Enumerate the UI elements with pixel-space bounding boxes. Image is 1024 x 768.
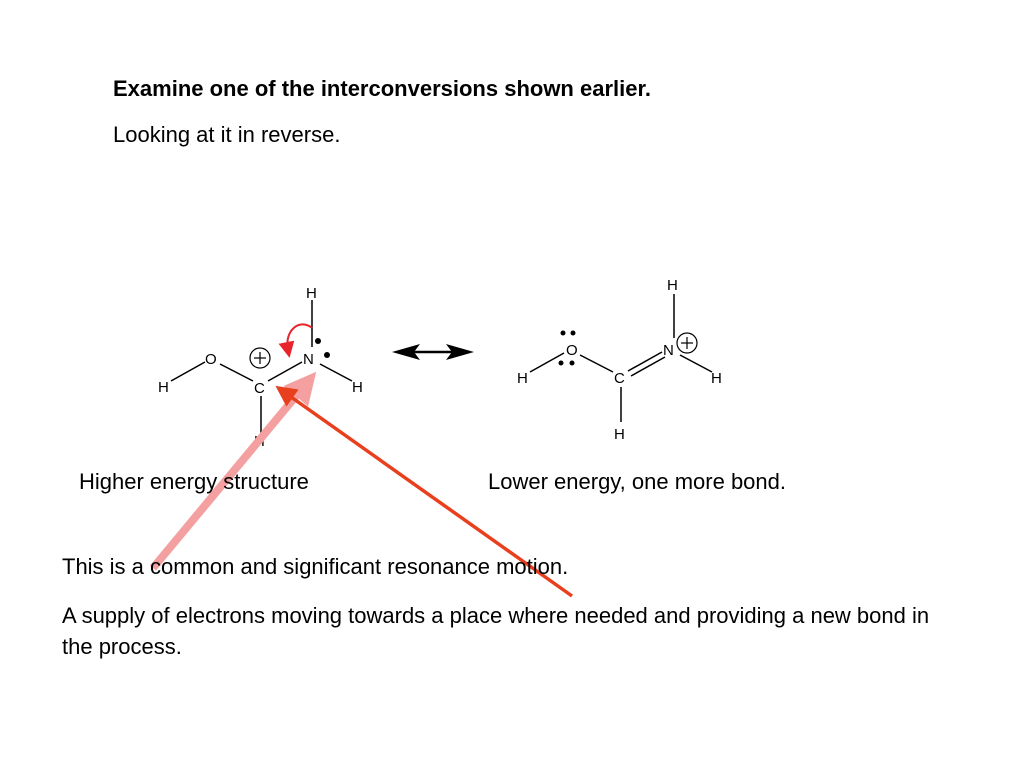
bond-c-n: [267, 361, 303, 382]
slide-heading: Examine one of the interconversions show…: [113, 76, 651, 101]
lone-pair-dot: [569, 360, 575, 366]
lone-pair-dot: [324, 352, 330, 358]
note-line-2: A supply of electrons moving towards a p…: [62, 603, 930, 659]
note-line-1: This is a common and significant resonan…: [62, 554, 569, 579]
right-structure: H O C N H H H: [517, 277, 722, 443]
atom-n: N: [663, 342, 674, 359]
left-structure: H O C N H H H: [158, 285, 363, 450]
bond-c-n-double-b: [630, 356, 666, 377]
bond-n-h-right: [679, 354, 713, 373]
atom-o: O: [566, 342, 578, 359]
atom-h-left: H: [517, 370, 528, 387]
atom-h-top: H: [667, 277, 678, 294]
resonance-double-arrow: [392, 344, 474, 360]
atom-o: O: [205, 351, 217, 368]
positive-charge-circle: [249, 347, 271, 369]
atom-n: N: [303, 351, 314, 368]
bond-o-c: [579, 354, 614, 373]
caption-higher-energy: Higher energy structure: [79, 469, 309, 494]
atom-c: C: [614, 370, 625, 387]
bond-n-h-right: [319, 363, 353, 382]
atom-h-right: H: [352, 379, 363, 396]
lone-pair-dot: [558, 360, 564, 366]
bond-h-o: [529, 352, 565, 373]
positive-charge-circle: [676, 332, 698, 354]
atom-h-right: H: [711, 370, 722, 387]
atom-h-top: H: [306, 285, 317, 302]
bond-o-c: [219, 363, 254, 382]
orange-pointer-arrow: [275, 385, 574, 598]
pink-pointer-arrow: [149, 371, 317, 571]
bond-c-n-double-a: [627, 351, 663, 372]
bond-h-o: [170, 361, 206, 382]
curved-electron-arrow: [278, 323, 313, 358]
atom-c: C: [254, 380, 265, 397]
atom-h-bottom: H: [614, 426, 625, 443]
lone-pair-dot: [560, 330, 566, 336]
slide-subheading: Looking at it in reverse.: [113, 122, 341, 147]
lone-pair-dot: [315, 338, 321, 344]
caption-lower-energy: Lower energy, one more bond.: [488, 469, 786, 494]
atom-h-left: H: [158, 379, 169, 396]
lone-pair-dot: [570, 330, 576, 336]
